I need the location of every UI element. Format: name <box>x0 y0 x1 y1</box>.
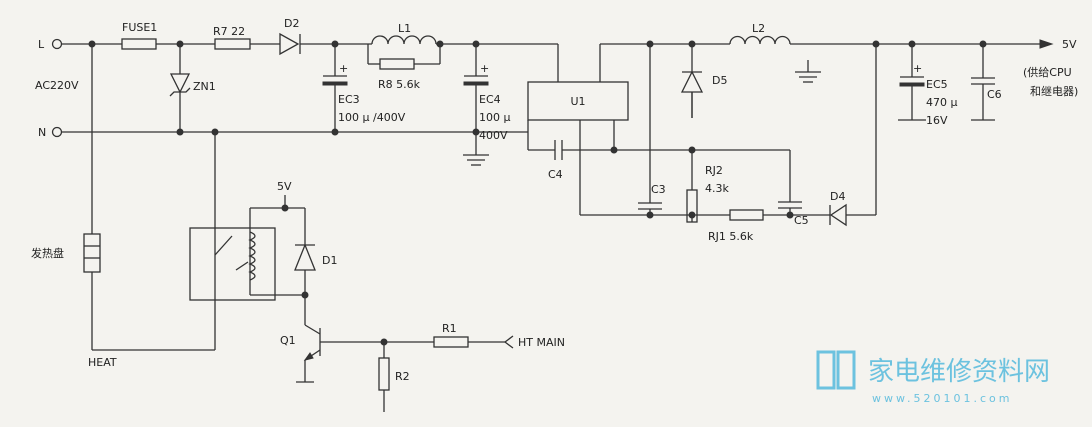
l1-inductor <box>371 35 437 45</box>
watermark-logo: 家电维修资料网 www.520101.com <box>816 350 1050 405</box>
label-d4: D4 <box>830 190 845 203</box>
heater-element <box>83 233 101 273</box>
d4-diode <box>829 203 847 227</box>
watermark-site: www.520101.com <box>872 392 1012 405</box>
r8-resistor <box>379 58 415 70</box>
label-ec4-value2: 400V <box>479 129 508 142</box>
label-l1: L1 <box>398 22 411 35</box>
rj1-resistor <box>729 209 764 221</box>
c6-capacitor <box>971 77 995 85</box>
c5-capacitor <box>778 201 802 209</box>
component-labels: L N AC220V FUSE1 R7 22 D2 L1 R8 5.6k ZN1… <box>31 17 1078 383</box>
label-rj2: RJ2 <box>705 164 723 177</box>
label-c3: C3 <box>651 183 666 196</box>
r1-resistor <box>433 336 469 348</box>
label-out-note1: (供给CPU <box>1023 65 1072 79</box>
c4-capacitor <box>554 140 563 160</box>
label-r7: R7 22 <box>213 25 245 38</box>
watermark-brand: 家电维修资料网 <box>868 357 1050 387</box>
terminal-n <box>51 126 63 138</box>
label-ec5-value1: 470 μ <box>926 96 958 109</box>
label-rj2-value: 4.3k <box>705 182 729 195</box>
junction-dots <box>88 40 987 346</box>
label-c6: C6 <box>987 88 1002 101</box>
label-r1: R1 <box>442 322 457 335</box>
ec5-capacitor: + <box>899 62 925 87</box>
label-r2: R2 <box>395 370 410 383</box>
ec4-capacitor: + <box>463 62 489 86</box>
label-ec5: EC5 <box>926 78 948 91</box>
d5-diode <box>680 70 704 118</box>
relay <box>189 227 276 301</box>
label-fuse1: FUSE1 <box>122 21 157 34</box>
label-ht-main: HT MAIN <box>518 336 565 349</box>
zn1-varistor <box>169 73 191 100</box>
label-ec3-value: 100 μ /400V <box>338 111 406 124</box>
label-ec4-value1: 100 μ <box>479 111 511 124</box>
svg-text:+: + <box>339 62 348 75</box>
label-d1: D1 <box>322 254 337 267</box>
label-heater: 发热盘 <box>31 246 64 260</box>
label-u1: U1 <box>570 95 585 108</box>
c3-capacitor <box>638 202 662 210</box>
q1-transistor <box>303 324 321 361</box>
label-c4: C4 <box>548 168 563 181</box>
label-d2: D2 <box>284 17 299 30</box>
label-q1: Q1 <box>280 334 296 347</box>
r7-resistor <box>214 38 251 50</box>
label-l: L <box>38 38 45 51</box>
label-out-5v: 5V <box>1062 38 1077 51</box>
label-ac220v: AC220V <box>35 79 79 92</box>
label-ec4: EC4 <box>479 93 501 106</box>
label-heat: HEAT <box>88 356 117 369</box>
u1-chip <box>527 81 629 121</box>
svg-text:+: + <box>913 62 922 75</box>
d1-diode <box>294 243 316 271</box>
svg-text:+: + <box>480 62 489 75</box>
ht-main-arrow <box>503 335 514 349</box>
label-c5: C5 <box>794 214 809 227</box>
wiring <box>62 39 1054 412</box>
fuse-symbol <box>121 38 157 50</box>
label-ec3: EC3 <box>338 93 360 106</box>
rj2-resistor <box>686 189 698 223</box>
label-n: N <box>38 126 46 139</box>
label-r8: R8 5.6k <box>378 78 421 91</box>
label-rj1: RJ1 5.6k <box>708 230 754 243</box>
label-ec5-value2: 16V <box>926 114 948 127</box>
label-d5: D5 <box>712 74 727 87</box>
ec3-capacitor: + <box>322 62 348 86</box>
label-l2: L2 <box>752 22 765 35</box>
d2-diode <box>279 32 301 56</box>
label-zn1: ZN1 <box>193 80 216 93</box>
terminal-l <box>51 38 63 50</box>
l2-inductor <box>729 35 791 45</box>
label-out-note2: 和继电器) <box>1030 85 1078 98</box>
label-vcc: 5V <box>277 180 292 193</box>
r2-resistor <box>378 357 390 391</box>
